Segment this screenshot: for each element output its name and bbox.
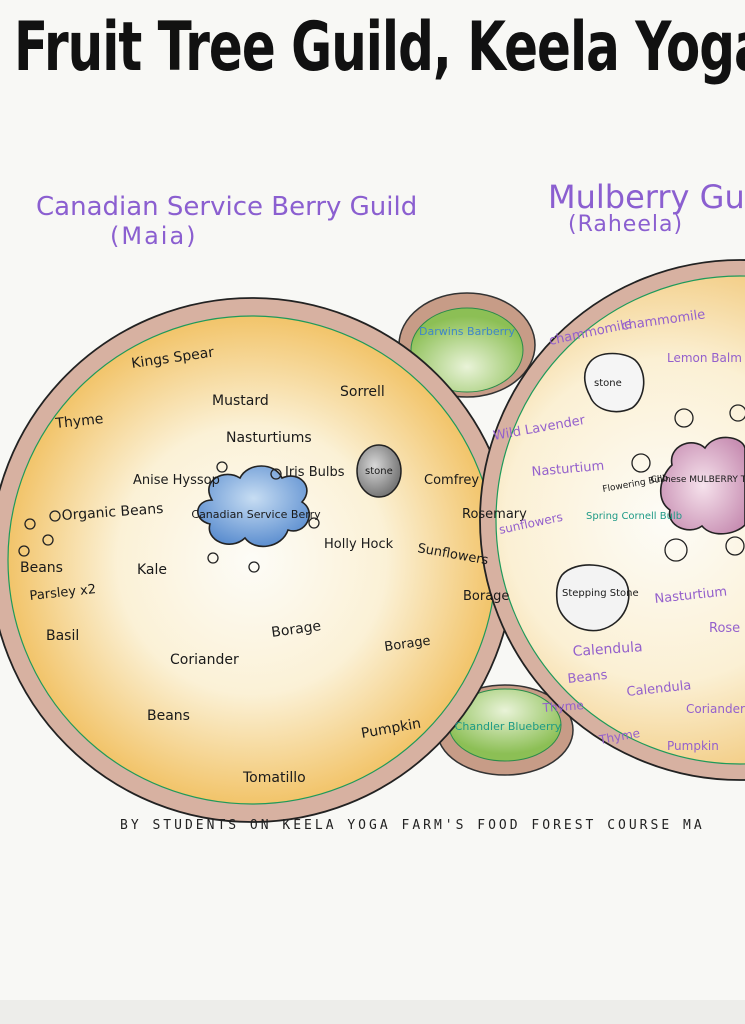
plant-label: Nasturtium [531,459,605,480]
plant-label: Rosemary [462,507,527,522]
bulb-circles-left [18,461,320,573]
mulberry-guild-circle [479,259,745,781]
plant-label: Holly Hock [324,537,394,552]
plant-label: stone [365,466,393,477]
bulb-circles-right [631,404,745,562]
plant-label: Mustard [212,393,269,409]
plant-label: Organic Beans [61,501,164,524]
guild-heading-right: Mulberry Guil [548,178,745,216]
plant-label: Kale [137,562,167,578]
plant-label: Comfrey [424,473,479,488]
plant-label: Iris Bulbs [285,465,345,480]
mulberry-tree-label: Chinese MULBERRY Tree [650,475,745,485]
plant-label: Coriander [170,652,239,668]
blueberry-label: Chandler Blueberry [455,720,562,733]
plant-label: Tomatillo [242,770,306,786]
plant-label: Lemon Balm [667,351,742,365]
plant-label: Anise Hyssop [133,473,220,488]
plant-label: Borage [383,634,431,655]
plant-label: Beans [147,708,190,724]
plant-label: Beans [567,668,608,687]
plant-label: Calendula [572,639,643,660]
service-berry-tree-cloud [197,465,311,548]
plant-label: Calendula [626,678,692,700]
plant-label: Basil [46,628,79,644]
credit-line: BY STUDENTS ON KEELA YOGA FARM'S FOOD FO… [120,818,705,833]
stepping-stone [555,564,630,632]
plant-label: Stepping Stone [562,588,639,599]
stone-left [356,444,402,498]
barberry-label: Darwins Barberry [419,325,515,338]
guild-heading-left: Canadian Service Berry Guild [36,192,418,222]
plant-label: Borage [463,589,509,604]
plant-label: Thyme [541,698,584,715]
service-berry-label: Canadian Service Berry [191,508,321,521]
plant-label: Pumpkin [667,739,719,753]
guild-author-left: (Maia) [110,222,198,250]
plant-label: Thyme [54,411,104,432]
plant-label: Sorrell [340,384,385,400]
plant-label: Spring Cornell Bulb [586,511,682,522]
plant-label: Beans [20,560,63,576]
plant-label: stone [594,378,622,389]
stone-right [583,352,645,413]
plant-label: Coriander [686,702,745,716]
guild-author-right: (Raheela) [568,212,684,237]
service-berry-guild-circle [0,297,515,823]
plant-label: Parsley x2 [29,582,97,604]
plant-label: Rose [709,621,740,636]
blueberry-circle [436,684,574,776]
page-title: Fruit Tree Guild, Keela Yoga Farm, M [14,8,745,87]
plant-label: Nasturtiums [226,430,312,446]
mulberry-tree-cloud [660,436,745,535]
plant-label: Borage [270,618,322,641]
